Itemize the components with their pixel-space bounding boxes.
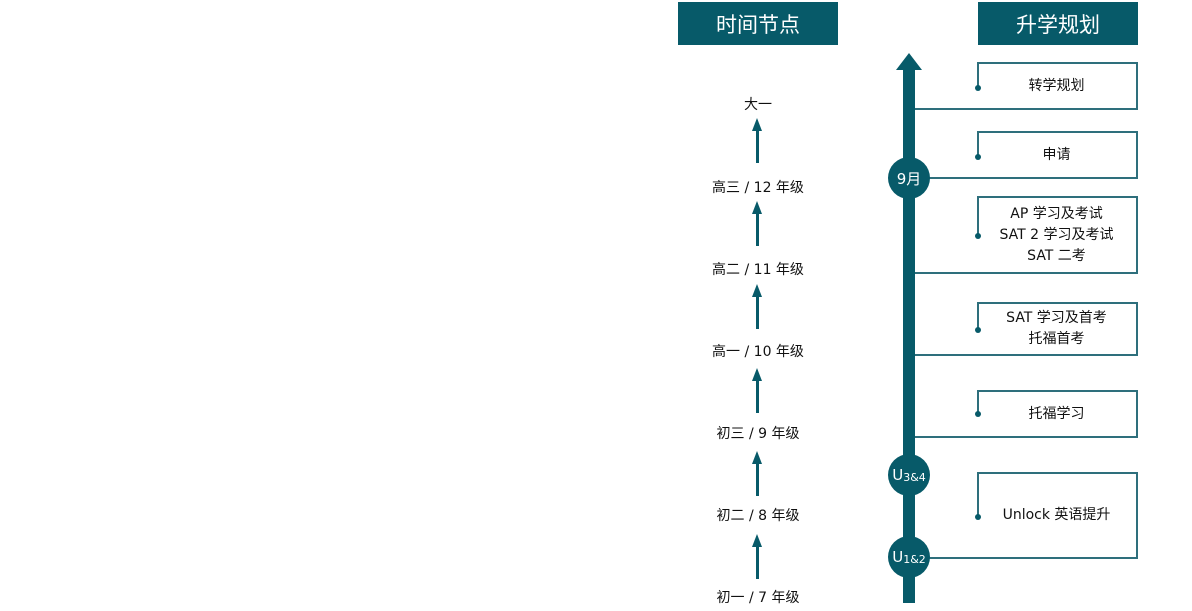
plan-text: SAT 学习及首考 bbox=[1006, 310, 1107, 326]
timeline-axis bbox=[903, 68, 915, 603]
timeline-arrowhead-icon bbox=[896, 53, 922, 70]
marker-september: 9月 bbox=[888, 157, 930, 199]
marker-text: U bbox=[892, 548, 904, 566]
arrow-up-icon bbox=[752, 284, 762, 329]
marker-text: 9月 bbox=[896, 169, 922, 188]
grade-label: 初三 / 9 年级 bbox=[716, 426, 800, 442]
plan-text: 申请 bbox=[1042, 146, 1071, 163]
plan-box: AP 学习及考试 SAT 2 学习及考试 SAT 二考 bbox=[915, 196, 1138, 274]
grade-label: 大一 bbox=[744, 97, 772, 113]
arrow-up-icon bbox=[752, 118, 762, 163]
marker-text: U bbox=[892, 466, 904, 484]
plan-box: Unlock 英语提升 bbox=[915, 472, 1138, 559]
arrow-up-icon bbox=[752, 534, 762, 579]
plan-header: 升学规划 bbox=[978, 2, 1138, 45]
marker-subtext: 3&4 bbox=[903, 470, 926, 484]
arrow-up-icon bbox=[752, 451, 762, 496]
grade-label: 高三 / 12 年级 bbox=[712, 180, 804, 196]
plan-box: 申请 bbox=[915, 131, 1138, 179]
plan-text: 托福学习 bbox=[1028, 405, 1085, 422]
grade-label: 高一 / 10 年级 bbox=[712, 344, 804, 360]
arrow-up-icon bbox=[752, 201, 762, 246]
plan-text: Unlock 英语提升 bbox=[1002, 507, 1111, 523]
timeline-header: 时间节点 bbox=[678, 2, 838, 45]
plan-text: AP 学习及考试 bbox=[1010, 205, 1103, 222]
plan-text: SAT 2 学习及考试 bbox=[999, 226, 1114, 243]
arrow-up-icon bbox=[752, 368, 762, 413]
marker-subtext: 1&2 bbox=[903, 552, 926, 566]
plan-box: 托福学习 bbox=[915, 390, 1138, 438]
grade-label: 高二 / 11 年级 bbox=[712, 262, 804, 278]
plan-text: 转学规划 bbox=[1028, 77, 1085, 94]
plan-text: SAT 二考 bbox=[1027, 247, 1086, 264]
plan-text: 托福首考 bbox=[1028, 331, 1085, 347]
grade-label: 初二 / 8 年级 bbox=[716, 508, 800, 524]
plan-box: 转学规划 bbox=[915, 62, 1138, 110]
grade-label: 初一 / 7 年级 bbox=[716, 590, 800, 606]
plan-box: SAT 学习及首考托福首考 bbox=[915, 302, 1138, 356]
